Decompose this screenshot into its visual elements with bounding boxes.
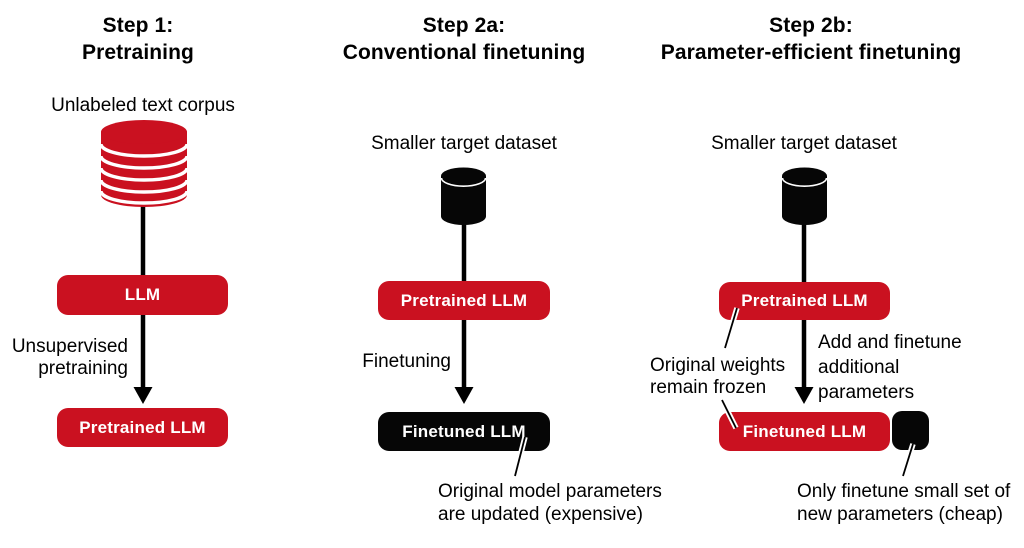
corpus-label-text: Unlabeled text corpus — [51, 95, 235, 116]
column3-title: Step 2b: Parameter-efficient finetuning — [641, 12, 981, 66]
add-finetune-line2: additional — [818, 357, 900, 378]
pretrained-llm-label-2b: Pretrained LLM — [741, 291, 868, 310]
finetuned-llm-label-2a: Finetuned LLM — [402, 421, 526, 441]
column1-title-line1: Step 1: — [102, 14, 174, 37]
corpus-label: Unlabeled text corpus — [23, 95, 263, 117]
expensive-update-line1: Original model parameters — [438, 481, 662, 502]
expensive-update-callout: Original model parameters are updated (e… — [438, 481, 668, 526]
pretrained-llm-label-2a: Pretrained LLM — [400, 290, 528, 310]
add-finetune-line3: parameters — [818, 382, 915, 403]
finetuned-llm-label-2b: Finetuned LLM — [742, 421, 867, 441]
pretrained-llm-node-2a: Pretrained LLM — [378, 281, 550, 320]
target-dataset-label-2a: Smaller target dataset — [344, 133, 584, 155]
black-database-icon-2a — [440, 167, 487, 225]
pretrained-llm-node-step1: Pretrained LLM — [57, 408, 228, 447]
column2-title-line2: Conventional finetuning — [342, 41, 586, 64]
expensive-update-callout-line — [512, 436, 528, 477]
column2-title-line1: Step 2a: — [422, 14, 506, 37]
unsupervised-pretraining-line1: Unsupervised — [11, 336, 128, 357]
frozen-weights-line1: Original weights — [650, 355, 786, 376]
column1-title-line2: Pretraining — [82, 41, 194, 64]
red-database-stack-icon — [100, 120, 188, 207]
finetuning-label-2a: Finetuning — [331, 351, 451, 373]
target-dataset-label-2b: Smaller target dataset — [684, 133, 924, 155]
cheap-params-line2: new parameters (cheap) — [797, 503, 1003, 525]
add-finetune-label: Add and finetune additional parameters — [818, 330, 983, 405]
pretraining-arrowhead — [133, 387, 153, 404]
column1-title: Step 1: Pretraining — [13, 12, 263, 66]
column3-title-line2: Parameter-efficient finetuning — [660, 41, 962, 64]
frozen-weights-callout-line-bottom — [719, 398, 739, 430]
unsupervised-pretraining-label: Unsupervised pretraining — [0, 336, 128, 380]
cheap-params-callout: Only finetune small set of new parameter… — [797, 481, 1024, 526]
target-dataset-text-2a: Smaller target dataset — [371, 133, 557, 154]
llm-node: LLM — [57, 275, 228, 315]
target-dataset-text-2b: Smaller target dataset — [711, 133, 897, 154]
finetuning-arrowhead-2a — [454, 387, 474, 404]
frozen-weights-callout: Original weights remain frozen — [650, 355, 800, 399]
finetuning-text-2a: Finetuning — [362, 351, 451, 372]
column2-title: Step 2a: Conventional finetuning — [334, 12, 594, 66]
cheap-params-callout-line — [900, 443, 916, 477]
add-finetune-line1: Add and finetune — [818, 332, 962, 353]
finetuned-llm-node-2b: Finetuned LLM — [719, 412, 890, 451]
column3-title-line1: Step 2b: — [769, 14, 853, 37]
pretrained-llm-node-2b: Pretrained LLM — [719, 282, 890, 320]
black-database-icon-2b — [781, 167, 828, 225]
frozen-weights-callout-line-top — [722, 307, 740, 349]
frozen-weights-line2: remain frozen — [650, 377, 767, 398]
pretrained-llm-label-step1: Pretrained LLM — [79, 417, 206, 437]
finetuning-arrowhead-2b — [794, 387, 814, 404]
unsupervised-pretraining-line2: pretraining — [38, 358, 128, 379]
expensive-update-line2: are updated (expensive) — [438, 503, 643, 525]
cheap-params-line1: Only finetune small set of — [797, 481, 1011, 502]
llm-node-label: LLM — [124, 285, 161, 304]
